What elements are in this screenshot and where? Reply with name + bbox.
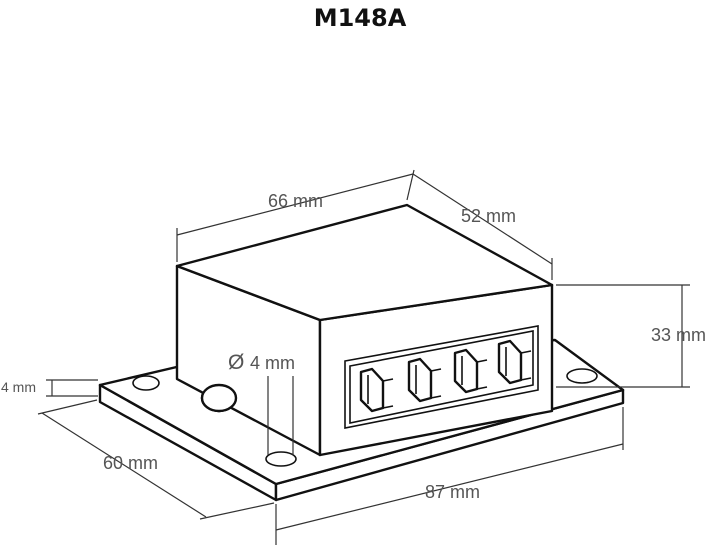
connector-window-inner [349, 330, 534, 424]
hole-label: 4 mm [250, 353, 295, 373]
page-title: M148A [313, 4, 407, 32]
connector-window [344, 325, 539, 429]
dimension-width: 66 mm [176, 169, 415, 262]
dimension-plate-depth: 60 mm [37, 399, 275, 520]
dimension-height: 33 mm [556, 284, 706, 388]
terminal-4 [497, 339, 532, 385]
dimension-hole: Ø 4 mm [228, 351, 295, 455]
depth-label: 52 mm [461, 206, 516, 226]
plate-length-label: 87 mm [425, 482, 480, 502]
terminals [359, 339, 532, 413]
dimension-depth: 52 mm [412, 173, 553, 280]
hole-symbol: Ø [228, 351, 244, 374]
dimension-plate-length: 87 mm [275, 407, 624, 545]
housing-top-face [175, 203, 554, 322]
plate-depth-label: 60 mm [103, 453, 158, 473]
housing-box [175, 203, 554, 457]
screw-knob-front [200, 383, 238, 413]
mounting-hole-left [132, 375, 160, 391]
width-label: 66 mm [268, 191, 323, 211]
terminal-3 [453, 348, 488, 394]
mounting-hole-right [566, 368, 598, 384]
terminal-2 [407, 357, 442, 403]
plate-thickness-label: 4 mm [1, 379, 36, 395]
mounting-hole-front [265, 451, 297, 467]
dimension-plate-thickness: 4 mm [1, 379, 98, 397]
height-label: 33 mm [651, 325, 706, 345]
terminal-1 [359, 367, 394, 413]
